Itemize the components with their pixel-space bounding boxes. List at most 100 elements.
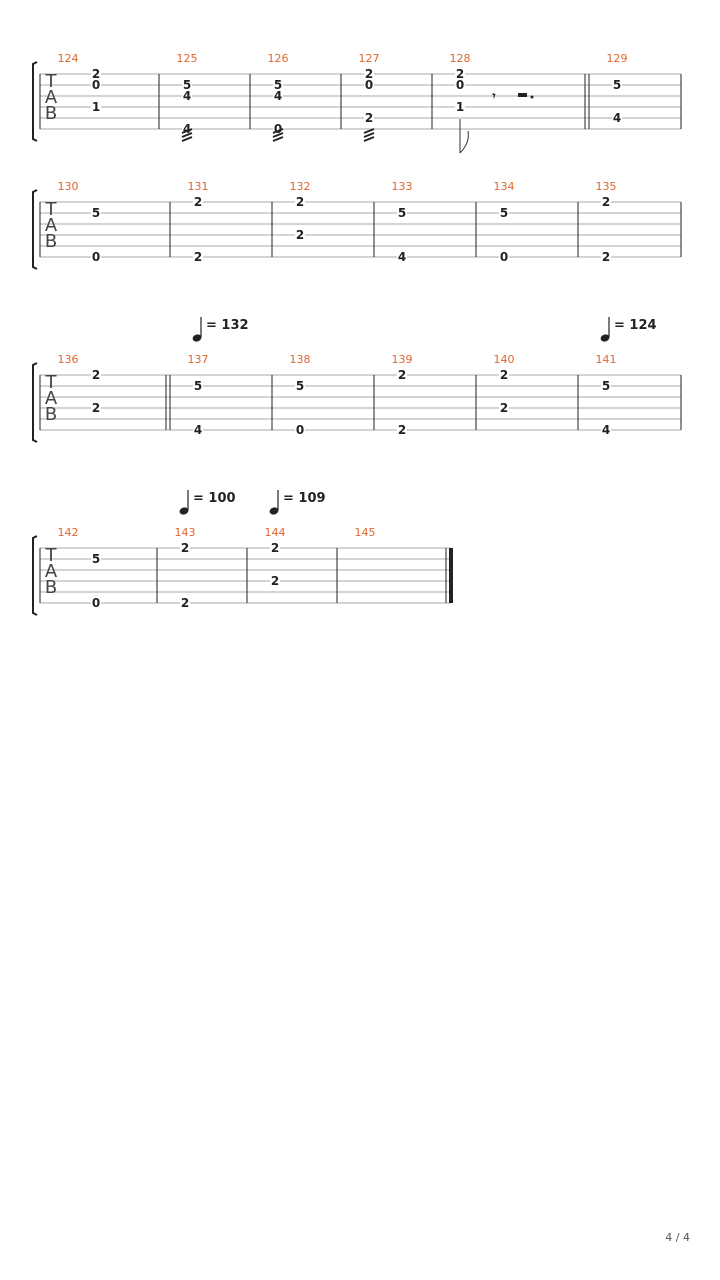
fret-number: 1: [92, 100, 100, 114]
fret-number-bg: [273, 124, 283, 135]
fret-number-bg: [601, 425, 611, 436]
fret-number: 5: [500, 206, 508, 220]
measure-number: 140: [494, 353, 515, 366]
tempo-marking: = 124: [614, 318, 657, 333]
fret-number: 5: [194, 379, 202, 393]
tremolo-stroke: [363, 128, 375, 134]
measure-number: 125: [177, 52, 198, 65]
fret-number: 2: [500, 368, 508, 382]
fret-number: 0: [296, 423, 304, 437]
fret-number: 2: [194, 250, 202, 264]
measure-number: 137: [188, 353, 209, 366]
fret-number: 4: [194, 423, 202, 437]
fret-number-bg: [91, 598, 101, 609]
system-bracket: [32, 362, 38, 443]
fret-number: 5: [613, 78, 621, 92]
measure-number: 141: [596, 353, 617, 366]
tab-clef-letter: B: [45, 404, 57, 425]
quarter-note-icon: [179, 507, 189, 515]
fret-number: 2: [271, 574, 279, 588]
page-number: 4 / 4: [665, 1231, 690, 1244]
system-bracket: [32, 189, 38, 270]
tab-clef-letter: A: [45, 388, 58, 409]
measure-number: 129: [607, 52, 628, 65]
fret-number: 2: [500, 401, 508, 415]
fret-number: 2: [92, 368, 100, 382]
fret-number-bg: [270, 543, 280, 554]
fret-number: 4: [613, 111, 621, 125]
fret-number-bg: [193, 197, 203, 208]
fret-number-bg: [295, 381, 305, 392]
measure-number: 142: [58, 526, 79, 539]
fret-number-bg: [91, 403, 101, 414]
measure-number: 136: [58, 353, 79, 366]
measure-number: 135: [596, 180, 617, 193]
rest-dot: [530, 95, 534, 99]
fret-number-bg: [91, 554, 101, 565]
fret-number: 0: [92, 250, 100, 264]
fret-number-bg: [182, 91, 192, 102]
fret-number-bg: [270, 576, 280, 587]
fret-number-bg: [397, 208, 407, 219]
fret-number-bg: [601, 252, 611, 263]
fret-number-bg: [499, 252, 509, 263]
tempo-marking: = 132: [206, 318, 249, 333]
measure-number: 143: [175, 526, 196, 539]
fret-number-bg: [193, 252, 203, 263]
measure-number: 126: [268, 52, 289, 65]
fret-number-bg: [91, 102, 101, 113]
fret-number-bg: [397, 370, 407, 381]
tempo-marking: = 100: [193, 491, 236, 506]
note-flag: [459, 130, 469, 154]
fret-number: 4: [183, 122, 191, 136]
fret-number: 2: [398, 423, 406, 437]
fret-number: 2: [194, 195, 202, 209]
fret-number-bg: [91, 208, 101, 219]
fret-number-bg: [364, 69, 374, 80]
tremolo-stroke: [363, 136, 375, 142]
fret-number-bg: [397, 252, 407, 263]
tremolo-stroke: [272, 128, 284, 134]
quarter-note-icon: [192, 334, 202, 342]
system-bracket: [32, 535, 38, 616]
tab-clef-letter: A: [45, 561, 58, 582]
measure-number: 127: [359, 52, 380, 65]
measure-number: 133: [392, 180, 413, 193]
fret-number: 2: [365, 67, 373, 81]
fret-number: 1: [456, 100, 464, 114]
fret-number: 0: [500, 250, 508, 264]
tab-clef-letter: B: [45, 231, 57, 252]
tremolo-stroke: [181, 132, 193, 138]
fret-number: 0: [92, 596, 100, 610]
measure-number: 134: [494, 180, 515, 193]
quarter-note-icon: [600, 334, 610, 342]
fret-number-bg: [91, 370, 101, 381]
fret-number-bg: [91, 69, 101, 80]
fret-number: 2: [365, 111, 373, 125]
fret-number-bg: [612, 113, 622, 124]
tremolo-stroke: [363, 132, 375, 138]
fret-number: 2: [181, 541, 189, 555]
fret-number-bg: [601, 381, 611, 392]
tab-clef-letter: B: [45, 577, 57, 598]
fret-number: 2: [92, 67, 100, 81]
measure-number: 145: [355, 526, 376, 539]
tremolo-stroke: [181, 128, 193, 134]
fret-number: 0: [274, 122, 282, 136]
fret-number: 2: [602, 195, 610, 209]
measure-number: 144: [265, 526, 286, 539]
tab-clef-letter: A: [45, 215, 58, 236]
fret-number-bg: [455, 69, 465, 80]
fret-number: 5: [183, 78, 191, 92]
fret-number: 2: [398, 368, 406, 382]
fret-number-bg: [295, 425, 305, 436]
fret-number-bg: [91, 252, 101, 263]
tab-clef-letter: T: [45, 372, 58, 393]
fret-number: 5: [296, 379, 304, 393]
measure-number: 128: [450, 52, 471, 65]
fret-number-bg: [182, 80, 192, 91]
measure-number: 138: [290, 353, 311, 366]
measure-number: 124: [58, 52, 79, 65]
fret-number: 2: [296, 195, 304, 209]
